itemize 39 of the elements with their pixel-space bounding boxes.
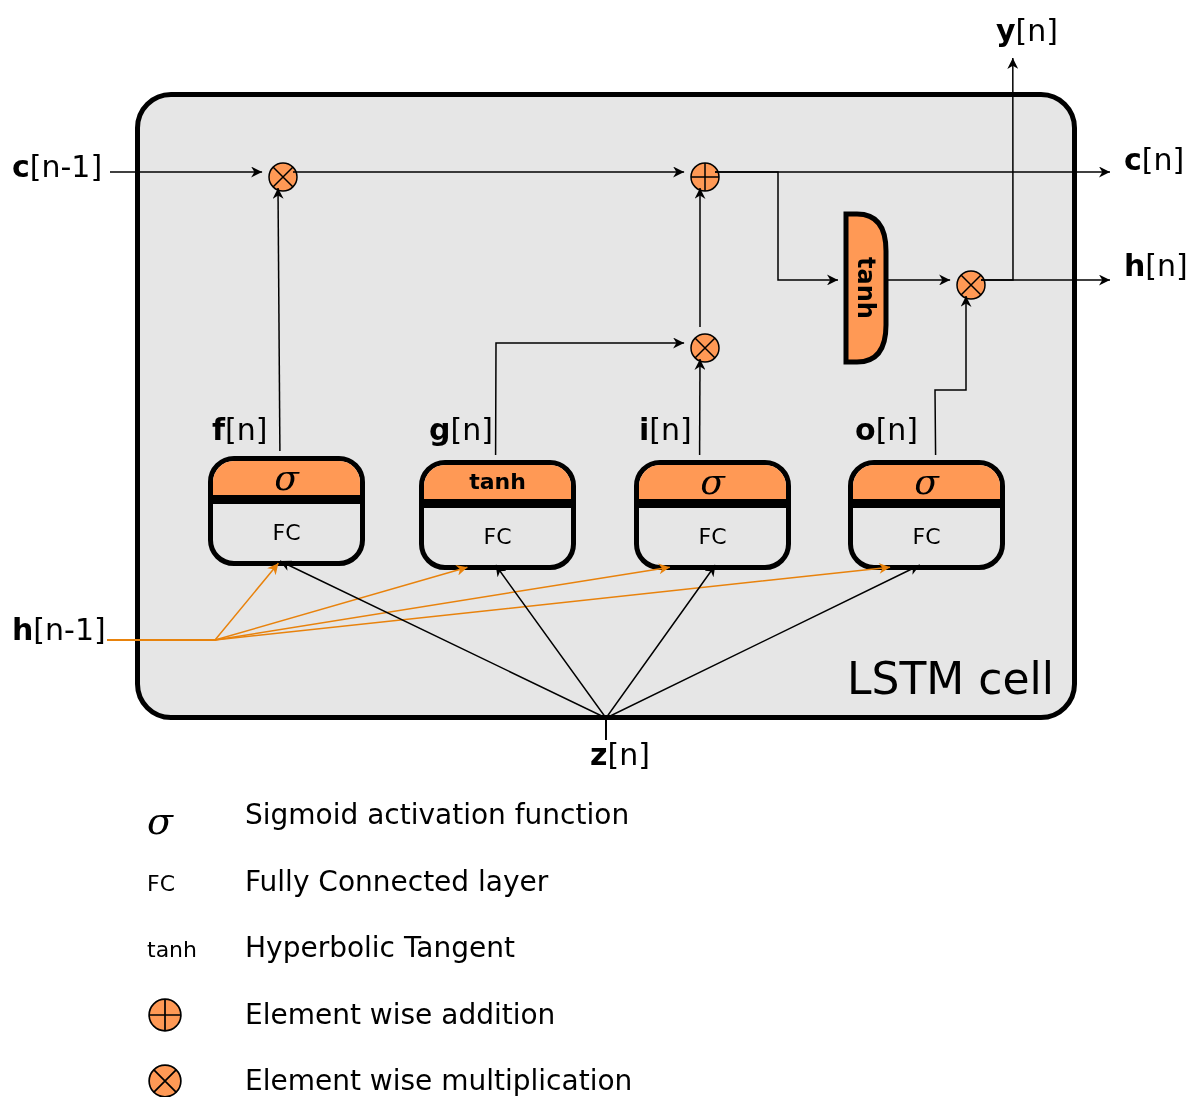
arrow <box>292 166 685 178</box>
signal-label: h[n-1] <box>12 615 106 645</box>
gate-output-label: f[n] <box>212 415 268 445</box>
gate-block: σ FC <box>208 456 365 566</box>
legend-text: Fully Connected layer <box>245 867 549 896</box>
legend-symbol: tanh <box>147 939 197 961</box>
signal-label: h[n] <box>1124 251 1188 281</box>
arrow <box>109 166 263 178</box>
cell-title: LSTM cell <box>847 657 1054 701</box>
multiplication-circle <box>690 333 720 363</box>
arrow <box>605 564 921 741</box>
signal-label: y[n] <box>996 16 1058 46</box>
addition-circle <box>690 162 720 192</box>
legend-text: Hyperbolic Tangent <box>245 934 515 962</box>
legend-symbol: FC <box>147 872 175 895</box>
arrow <box>494 337 685 456</box>
multiplication-circle <box>268 162 298 192</box>
signal-label: c[n-1] <box>12 152 103 182</box>
gate-output-label: o[n] <box>855 415 919 445</box>
arrow <box>980 57 1019 281</box>
signal-label: c[n] <box>1124 145 1185 175</box>
arrow <box>694 358 706 456</box>
legend-text: Element wise multiplication <box>245 1067 633 1095</box>
gate-block: σ FC <box>634 460 791 570</box>
legend-symbol: σ <box>147 802 173 840</box>
gate-block: σ FC <box>848 460 1005 570</box>
arrow <box>714 171 839 286</box>
gate-output-label: g[n] <box>429 415 493 445</box>
arrow <box>272 187 284 452</box>
legend-text: Element wise addition <box>245 1000 556 1029</box>
gate-output-label: i[n] <box>639 415 692 445</box>
legend-text: Sigmoid activation function <box>245 801 630 829</box>
tanh-block: tanh <box>843 211 889 365</box>
cell-box <box>135 92 1077 720</box>
gate-block: tanh FC <box>419 460 576 570</box>
arrow <box>934 295 972 456</box>
signal-label: z[n] <box>590 740 650 770</box>
arrow <box>694 187 706 328</box>
multiplication-circle <box>956 270 986 300</box>
